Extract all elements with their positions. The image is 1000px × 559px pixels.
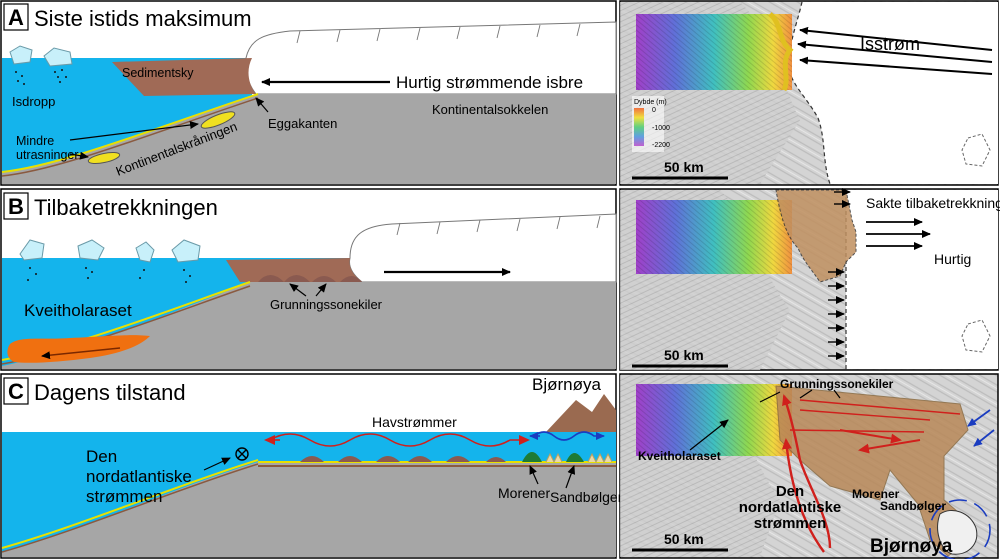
label-island-c: Bjørnøya xyxy=(532,375,602,394)
legend-title: Dybde (m) xyxy=(634,99,667,106)
label-wedges-map: Grunningssonekiler xyxy=(780,377,894,391)
text-line: Mindre xyxy=(16,134,54,148)
label-slow-retreat: Sakte tilbaketrekkning xyxy=(866,195,1000,211)
seafloor-a xyxy=(2,94,616,184)
scale-label-c: 50 km xyxy=(664,531,704,547)
panel-a-map: Dybde (m) 0 -1000 -2200 Isstrøm 50 km xyxy=(619,0,999,186)
scale-label-a: 50 km xyxy=(664,159,704,175)
shallow-bank-c xyxy=(775,385,969,557)
label-slide-map: Kveitholaraset xyxy=(638,449,721,463)
island-c xyxy=(546,394,616,432)
text-line: utrasninger xyxy=(16,148,79,162)
text-line: nordatlantiske xyxy=(739,499,842,516)
panel-b-map: Sakte tilbaketrekkning Hurtig 50 km xyxy=(619,188,1000,371)
ice-white-b xyxy=(846,190,998,369)
text-line: strømmen xyxy=(86,487,163,506)
panel-c-title: Dagens tilstand xyxy=(34,380,186,405)
panel-a-section: A Siste istids maksimum Sedimentsky Isdr… xyxy=(0,0,617,186)
label-island-map: Bjørnøya xyxy=(870,536,953,557)
grounding-wedges xyxy=(258,275,362,282)
iceberg-1 xyxy=(9,45,33,65)
panel-a-letter: A xyxy=(8,5,24,30)
panel-a-title: Siste istids maksimum xyxy=(34,6,252,31)
seafloor-c xyxy=(2,462,616,557)
island-map-c xyxy=(937,510,978,555)
label-sandwaves-map: Sandbølger xyxy=(880,499,946,513)
label-stream: Hurtig strømmende isbre xyxy=(396,73,583,92)
label-wedges-b: Grunningssonekiler xyxy=(270,297,383,312)
retreat-ice-b xyxy=(775,189,857,283)
label-moraines-c: Morener xyxy=(498,485,550,501)
label-slide-b: Kveitholaraset xyxy=(24,301,132,320)
label-ocean-currents: Havstrømmer xyxy=(372,414,457,430)
legend-tick-0: 0 xyxy=(652,107,656,114)
legend-tick-1: -1000 xyxy=(652,125,670,132)
label-dropstones: Isdropp xyxy=(12,94,55,109)
slide-lens-1 xyxy=(200,111,236,129)
depth-legend-bar xyxy=(634,108,644,146)
moraines-c xyxy=(522,452,584,462)
legend-tick-2: -2200 xyxy=(652,142,670,149)
label-moraines-map: Morener xyxy=(852,487,900,501)
grounding-wedges-c xyxy=(300,456,506,462)
text-line: Den xyxy=(776,483,804,500)
slide-lens-2 xyxy=(87,151,121,165)
label-ice-stream: Isstrøm xyxy=(860,34,920,54)
sediment-a xyxy=(112,58,256,96)
iceberg-2 xyxy=(43,47,73,67)
panel-b-section: B Tilbaketrekkningen Kveitholaraset Grun… xyxy=(0,188,617,371)
current-symbol xyxy=(235,447,249,461)
panel-c-letter: C xyxy=(8,379,24,404)
panel-b-title: Tilbaketrekkningen xyxy=(34,195,218,220)
text-line: nordatlantiske xyxy=(86,467,192,486)
label-sediment: Sedimentsky xyxy=(122,66,194,80)
sandwaves-c xyxy=(545,452,613,464)
label-shelf: Kontinentalsokkelen xyxy=(432,102,548,117)
label-fast: Hurtig xyxy=(934,251,971,267)
label-shelf-edge: Eggakanten xyxy=(268,116,337,131)
sediment-b xyxy=(226,258,362,282)
scale-label-b: 50 km xyxy=(664,347,704,363)
text-line: strømmen xyxy=(754,515,827,532)
text-line: Den xyxy=(86,447,117,466)
panel-b-letter: B xyxy=(8,194,24,219)
label-sandwaves-c: Sandbølger xyxy=(550,489,623,505)
seafloor-b xyxy=(2,282,616,369)
